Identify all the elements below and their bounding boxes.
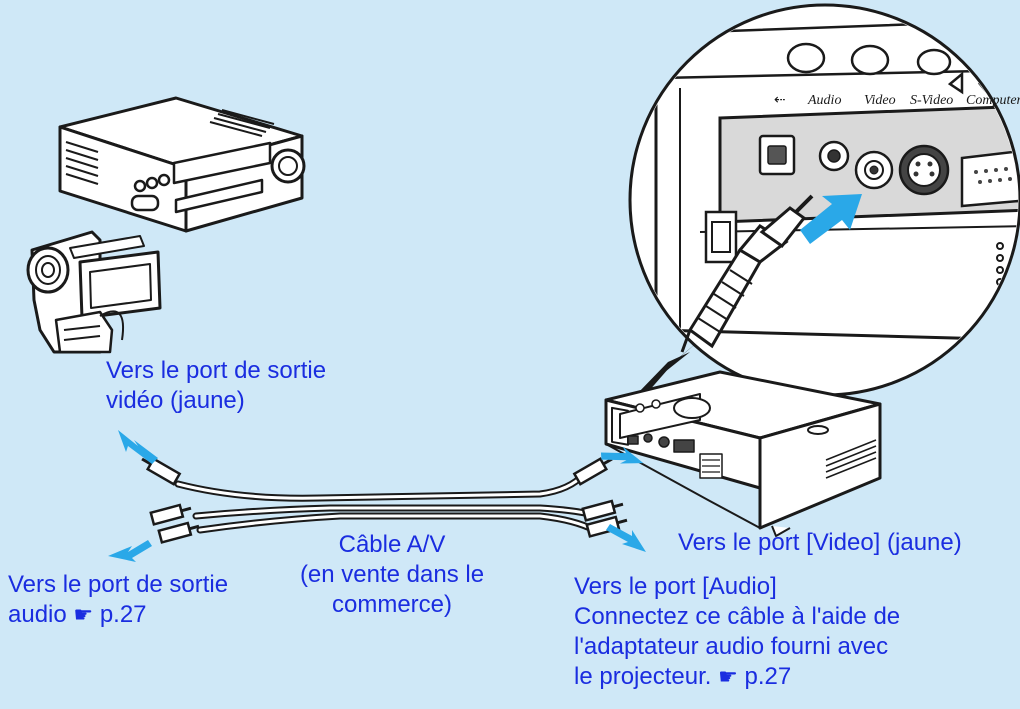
label-cable: Câble A/V (en vente dans le commerce) [262,530,522,620]
arrow-to-audio-out-icon [108,540,152,562]
label-audio-port-line1: Vers le port [Audio] [574,573,777,600]
label-audio-out-line2: audio ☛ p.27 [8,600,228,630]
arrow-to-video-out-icon [118,430,158,464]
label-audio-port-ref[interactable]: p.27 [744,663,792,690]
label-audio-out-ref[interactable]: p.27 [99,601,147,628]
projector-device [604,370,882,537]
port-label-computer: Computer [966,93,1020,108]
pointing-hand-icon: ☛ [73,602,94,627]
rca-plug-audio-projector-2 [585,515,628,538]
rca-plug-audio-projector-1 [581,499,624,522]
label-cable-line3: commerce) [331,591,452,618]
label-audio-port-text: le projecteur. [574,663,712,690]
rca-plug-audio-source-2 [157,521,200,544]
label-cable-line2: (en vente dans le [299,561,485,588]
arrow-to-audio-port-icon [606,524,646,552]
label-audio-port-line2: Connectez ce câble à l'aide de [574,603,901,630]
label-video-port: Vers le port [Video] (jaune) [678,528,962,558]
port-zoom-inset: Audio Video S-Video Computer ⇠ [628,3,1020,397]
label-audio-port-line3: l'adaptateur audio fourni avec [574,633,889,660]
rca-plug-video-source [141,457,182,486]
av-cable [174,470,598,534]
vcr-device [58,96,306,233]
port-label-video: Video [864,93,896,108]
label-cable-line1: Câble A/V [338,531,446,558]
label-video-port-text: Vers le port [Video] (jaune) [678,529,962,556]
arrow-to-video-port-icon [600,446,644,464]
label-audio-out-text: audio [8,601,67,628]
label-audio-out: Vers le port de sortie audio ☛ p.27 [8,570,228,630]
label-audio-out-line1: Vers le port de sortie [8,571,229,598]
pointing-hand-icon: ☛ [718,664,738,689]
rca-plug-zoom [680,194,814,353]
rca-plug-audio-source-1 [149,503,192,526]
label-audio-port: Vers le port [Audio] Connectez ce câble … [574,572,900,692]
usb-icon: ⇠ [774,91,786,107]
label-audio-port-line4: le projecteur. ☛ p.27 [574,662,900,692]
label-video-out: Vers le port de sortie vidéo (jaune) [106,356,326,416]
rca-plug-video-projector [572,457,613,486]
label-video-out-line1: Vers le port de sortie [106,357,327,384]
camcorder-device [26,230,162,354]
port-label-audio: Audio [807,93,841,108]
label-video-out-line2: vidéo (jaune) [106,387,245,414]
port-label-svideo: S-Video [910,93,953,108]
insert-arrow-icon [800,194,862,244]
